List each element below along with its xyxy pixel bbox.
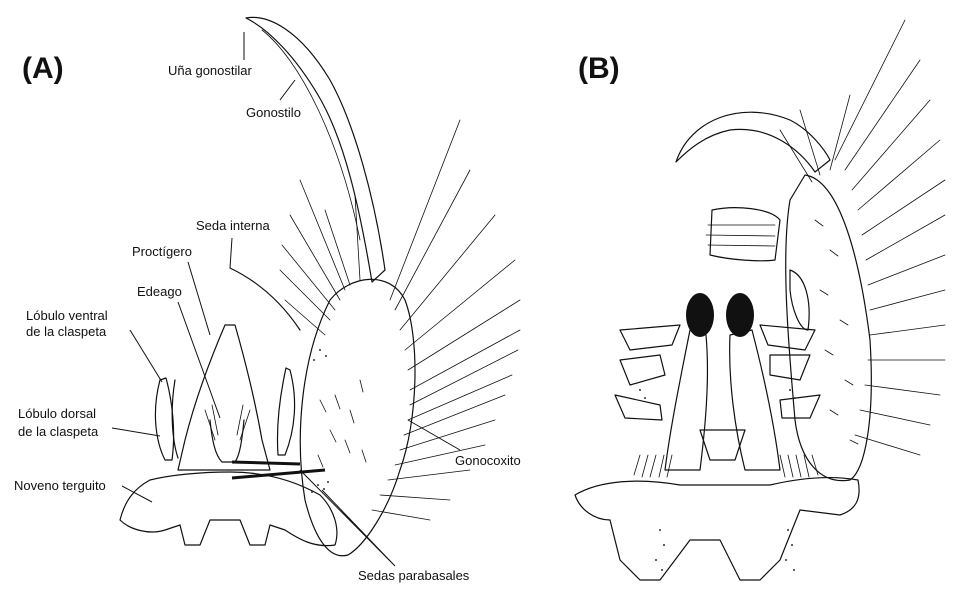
label-lobulo-dorsal-2: de la claspeta (18, 424, 99, 439)
label-edeago: Edeago (137, 284, 182, 299)
label-noveno-terguito: Noveno terguito (14, 478, 106, 493)
panel-b-letter: (B) (578, 52, 620, 85)
label-lobulo-ventral-1: Lóbulo ventral (26, 308, 108, 323)
panel-b: (B) (575, 20, 945, 580)
label-sedas-parabasales: Sedas parabasales (358, 568, 470, 583)
tergite-outline (120, 472, 337, 546)
label-proctigero: Proctígero (132, 244, 192, 259)
gonostylus-outline (246, 17, 385, 282)
panel-b-drawing (575, 20, 945, 580)
label-seda-interna: Seda interna (196, 218, 270, 233)
label-lobulo-ventral-2: de la claspeta (26, 324, 107, 339)
label-lobulo-dorsal-1: Lóbulo dorsal (18, 406, 96, 421)
proctiger-outline (178, 325, 270, 470)
label-una-gonostilar: Uña gonostilar (168, 63, 252, 78)
panel-a: (A) (14, 17, 521, 583)
label-gonocoxito: Gonocoxito (455, 453, 521, 468)
label-gonostilo: Gonostilo (246, 105, 301, 120)
panel-a-letter: (A) (22, 52, 64, 85)
